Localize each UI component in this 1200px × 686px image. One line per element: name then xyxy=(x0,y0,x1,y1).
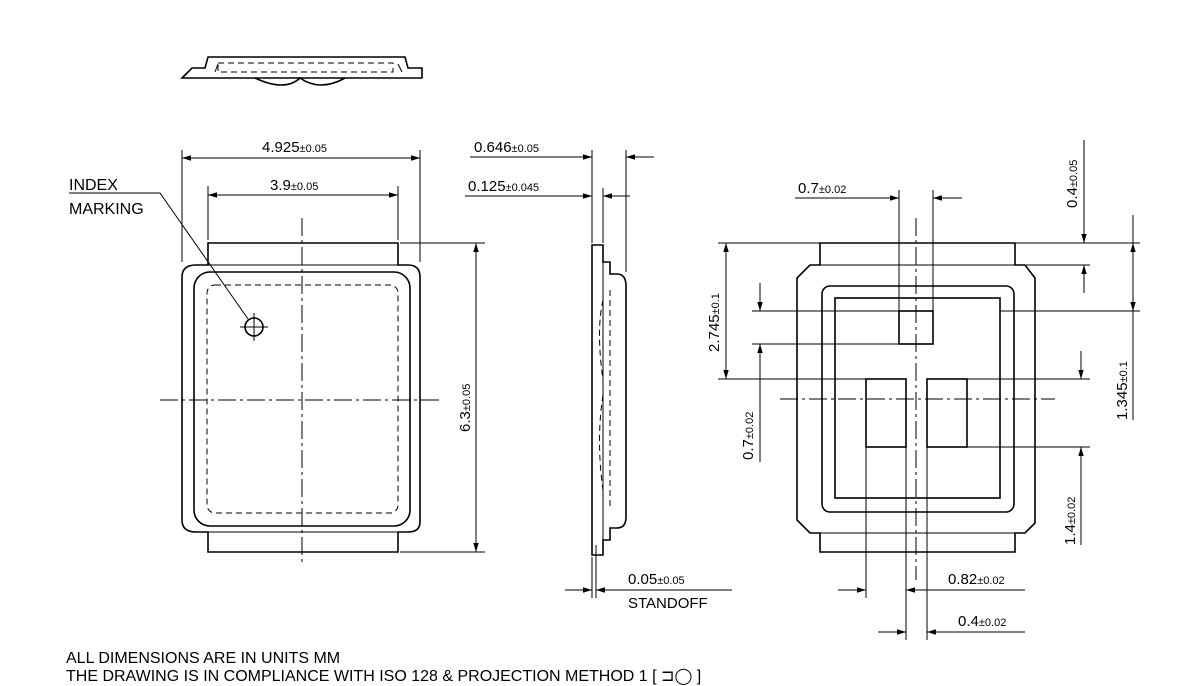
index-label-line2: MARKING xyxy=(69,201,144,218)
note-units: ALL DIMENSIONS ARE IN UNITS MM xyxy=(66,650,341,667)
note-compliance: THE DRAWING IS IN COMPLIANCE WITH ISO 12… xyxy=(66,668,702,685)
dim-pad-pitch-v: 2.745±0.1 xyxy=(706,293,723,352)
bottom-view xyxy=(718,140,1140,640)
dim-lead-thickness: 0.125±0.045 xyxy=(468,178,539,195)
dim-width-outer: 4.925±0.05 xyxy=(262,139,327,156)
side-view xyxy=(465,150,732,598)
dim-height: 6.3±0.05 xyxy=(457,384,474,432)
top-view xyxy=(69,150,485,565)
dim-pad-gap: 0.4±0.02 xyxy=(958,613,1006,630)
dim-pad-top-width: 0.7±0.02 xyxy=(798,180,846,197)
index-marking-circle xyxy=(240,313,268,341)
dim-pad-bottom-height: 1.4±0.02 xyxy=(1062,497,1079,545)
top-side-view xyxy=(180,56,423,86)
dim-thickness: 0.646±0.05 xyxy=(474,139,539,156)
dim-width-inner: 3.9±0.05 xyxy=(270,177,318,194)
index-label-line1: INDEX xyxy=(69,177,118,194)
standoff-label: STANDOFF xyxy=(628,595,708,612)
dim-pad-center-v: 1.345±0.1 xyxy=(1114,361,1131,420)
dim-pad-top-height: 0.7±0.02 xyxy=(740,412,757,460)
dim-standoff: 0.05±0.05 xyxy=(628,571,685,588)
dim-pad-bottom-span: 0.82±0.02 xyxy=(948,571,1005,588)
dim-pad-top-offset: 0.4±0.05 xyxy=(1064,160,1081,208)
